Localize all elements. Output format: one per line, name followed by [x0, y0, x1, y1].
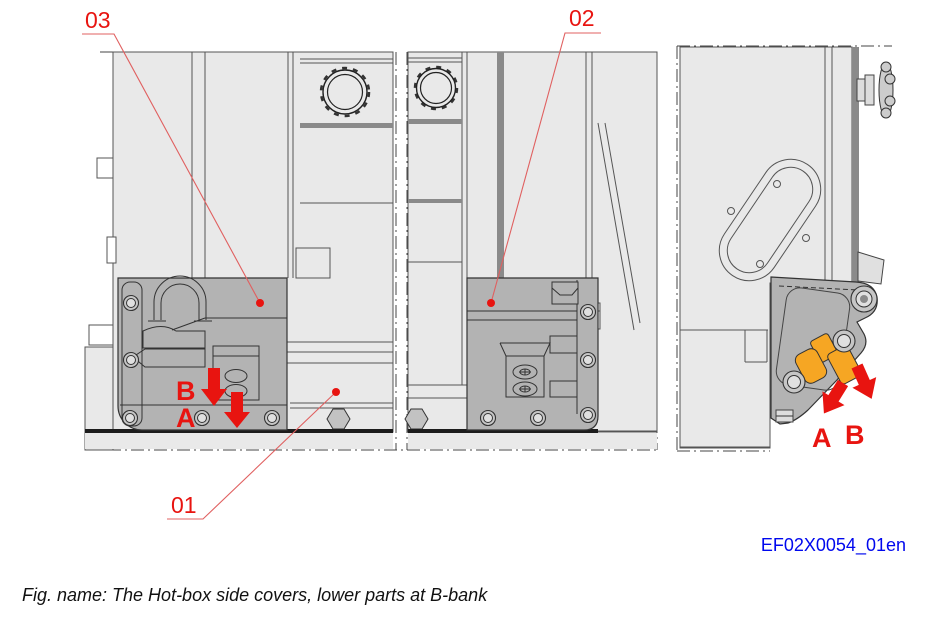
- left-front-view: B A: [84, 51, 394, 451]
- castellated-nut-icon: [413, 65, 459, 111]
- bolt-icons-left: [121, 294, 281, 427]
- arrow-down-b-front-icon: [201, 368, 227, 406]
- callout-03: 03: [82, 7, 264, 307]
- right-side-view: A B: [679, 46, 896, 453]
- direction-label-b-front: B: [176, 376, 196, 406]
- arrow-down-a-front-icon: [224, 392, 250, 428]
- cover-plate-left: [117, 275, 288, 431]
- arrow-down-a-side-icon: [822, 379, 849, 414]
- figure-caption: Fig. name: The Hot-box side covers, lowe…: [22, 585, 488, 605]
- direction-label-a-side: A: [812, 423, 832, 453]
- latch-bracket-middle: [499, 342, 551, 398]
- corner-bracket: [770, 276, 878, 425]
- callout-02: 02: [487, 5, 601, 307]
- callout-01: 01: [167, 388, 340, 520]
- bolt-icons-middle: [479, 303, 597, 427]
- direction-label-b-side: B: [845, 420, 865, 450]
- castellated-nut-icon: [319, 66, 371, 118]
- callout-01-label: 01: [171, 492, 197, 518]
- middle-front-view: [404, 51, 658, 449]
- callout-02-label: 02: [569, 5, 595, 31]
- slotted-plate-outline: [718, 158, 822, 282]
- orange-latch-highlight: [794, 333, 862, 385]
- plate-hole-icons: [727, 180, 810, 268]
- callout-03-label: 03: [85, 7, 111, 33]
- cover-plate-middle: [466, 277, 599, 431]
- arrow-down-b-side-icon: [851, 363, 877, 399]
- side-knob-icon: [856, 61, 896, 119]
- bracket-bolt-icons: [782, 285, 878, 394]
- drawing-id: EF02X0054_01en: [761, 535, 906, 556]
- handle-cutout-icon: [148, 275, 212, 322]
- direction-label-a-front: A: [176, 403, 196, 433]
